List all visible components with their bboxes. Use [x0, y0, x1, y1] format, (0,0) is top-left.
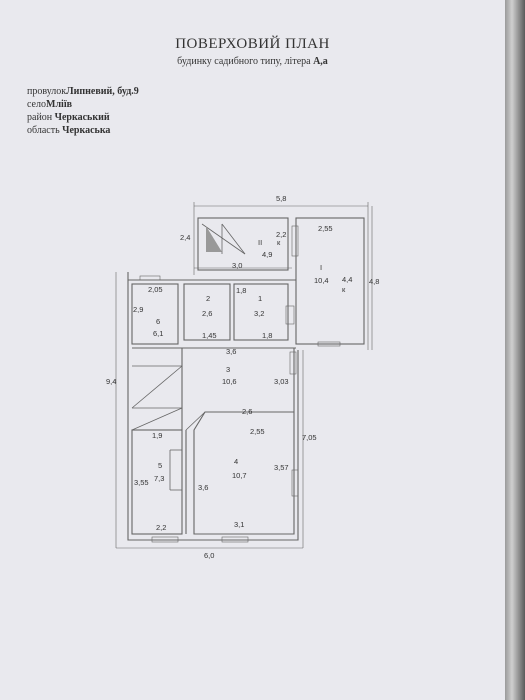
walls — [127, 217, 365, 541]
page-edge — [505, 0, 525, 700]
dim-room1-side: 4,4 — [342, 275, 352, 284]
dim-room4-top: 2,55 — [250, 427, 265, 436]
dim-stair-width: 1,9 — [152, 431, 162, 440]
dim-room6-bottom: 1,45 — [202, 331, 217, 340]
room-6-number: 6 — [156, 317, 160, 326]
address-street: провулокЛипневий, буд.9 — [27, 86, 139, 97]
district-label: район — [27, 112, 53, 123]
region-label: область — [27, 125, 60, 136]
dim-room2-side: 1,8 — [236, 286, 246, 295]
room-labels: II к I 10,4 к 2 2,6 1 3,2 6 6,1 3 10,6 4… — [153, 238, 346, 483]
region-value: Черкаська — [62, 125, 111, 136]
room-4-number: 4 — [234, 457, 238, 466]
street-label: провулок — [27, 86, 67, 97]
windows — [139, 225, 341, 543]
stair-shading — [206, 226, 222, 252]
dim-hall-bottom: 2,6 — [242, 407, 252, 416]
room-veranda-number: II — [258, 238, 262, 247]
dim-room4-bottom: 3,1 — [234, 520, 244, 529]
page-title: ПОВЕРХОВИЙ ПЛАН — [175, 36, 330, 52]
dim-room5-side: 3,55 — [134, 478, 149, 487]
room-3-number: 3 — [226, 365, 230, 374]
dim-room5-bottom: 2,2 — [156, 523, 166, 532]
subtitle-text: будинку садибного типу, літера — [177, 56, 311, 67]
dim-hall-side: 3,03 — [274, 377, 289, 386]
dim-top-width: 5,8 — [276, 194, 286, 203]
room-1-area: 3,2 — [254, 309, 264, 318]
document-page: ПОВЕРХОВИЙ ПЛАН будинку садибного типу, … — [0, 0, 505, 700]
street-value: Липневий, буд.9 — [66, 86, 139, 97]
room-5-number: 5 — [158, 461, 162, 470]
room-1a-area: 10,4 — [314, 276, 329, 285]
room-3-area: 10,6 — [222, 377, 237, 386]
dim-veranda-left: 2,4 — [180, 233, 190, 242]
room-veranda-letter: к — [277, 238, 281, 247]
village-value: Мліїв — [46, 99, 73, 110]
plan-details — [131, 223, 246, 491]
subtitle-letter: А,а — [313, 56, 328, 67]
dim-veranda-width: 3,0 — [232, 261, 242, 270]
room-6-area: 6,1 — [153, 329, 163, 338]
dim-right-lower-height: 7,05 — [302, 433, 317, 442]
dim-room1-top: 2,55 — [318, 224, 333, 233]
dim-room6-top: 2,05 — [148, 285, 163, 294]
room-5-area: 7,3 — [154, 474, 164, 483]
dim-left-height: 9,4 — [106, 377, 116, 386]
village-label: село — [27, 99, 46, 110]
dim-room1-bottom: 1,8 — [262, 331, 272, 340]
room-1a-number: I — [320, 263, 322, 272]
room-4-area: 10,7 — [232, 471, 247, 480]
room-1-number: 1 — [258, 294, 262, 303]
dim-room4-left: 3,6 — [198, 483, 208, 492]
dim-right-height: 4,8 — [369, 277, 379, 286]
dimension-lines — [115, 202, 373, 549]
dim-room4-right: 3,57 — [274, 463, 289, 472]
page-subtitle: будинку садибного типу, літера А,а — [0, 56, 505, 67]
address-village: селоМліїв — [27, 99, 72, 110]
room-2-area: 2,6 — [202, 309, 212, 318]
room-2-number: 2 — [206, 294, 210, 303]
dimension-labels: 5,8 2,4 2,2 4,9 3,0 2,55 4,8 4,4 2,05 2,… — [106, 194, 379, 560]
dim-veranda-inner: 2,2 — [276, 230, 286, 239]
dim-bottom-width: 6,0 — [204, 551, 214, 560]
dim-hall-top: 3,6 — [226, 347, 236, 356]
dim-room6-side: 2,9 — [133, 305, 143, 314]
dim-veranda-depth: 4,9 — [262, 250, 272, 259]
address-region: область Черкаська — [27, 125, 110, 136]
room-1a-letter: к — [342, 285, 346, 294]
district-value: Черкаський — [54, 112, 110, 123]
address-district: район Черкаський — [27, 112, 110, 123]
floor-plan: 5,8 2,4 2,2 4,9 3,0 2,55 4,8 4,4 2,05 2,… — [106, 194, 379, 560]
